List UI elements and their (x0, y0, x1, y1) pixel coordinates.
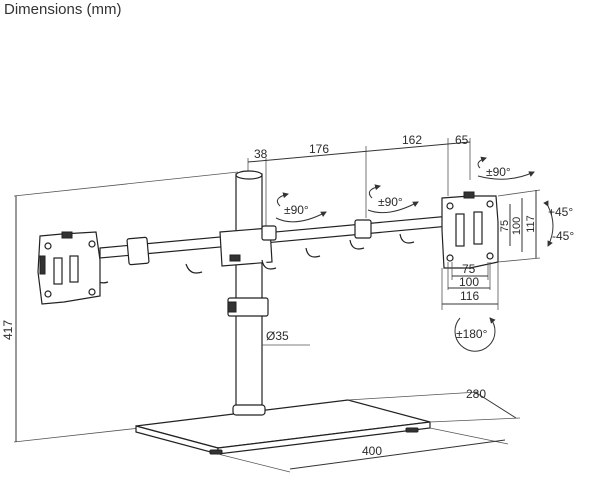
plate-width-label: 116 (460, 289, 479, 303)
right-vesa-plate (441, 191, 499, 269)
swivel-mid-right-label: ±90° (378, 195, 403, 209)
pole: Ø35 (227, 170, 310, 416)
vesa-height-dimensions: 75 100 117 (497, 189, 541, 263)
diagram-title: Dimensions (mm) (4, 1, 122, 18)
swivel-top-label: ±90° (486, 165, 511, 179)
vesa-h-100-label: 100 (459, 275, 479, 289)
height-label: 417 (1, 320, 15, 340)
rotation-indicator: ±180° (454, 317, 496, 352)
dim-65: 65 (455, 133, 469, 147)
vesa-h-75-label: 75 (462, 262, 476, 276)
base-plate (135, 399, 431, 455)
rotation-label: ±180° (456, 327, 488, 341)
pole-diameter-label: Ø35 (266, 329, 289, 343)
arm-length-dimensions: 38 176 162 65 (247, 133, 471, 230)
swivel-mid-right-indicator: ±90° (367, 184, 419, 214)
swivel-mid-left-indicator: ±90° (275, 192, 327, 223)
vesa-v-75-label: 75 (499, 220, 511, 232)
dim-38: 38 (254, 147, 268, 161)
swivel-mid-left-label: ±90° (284, 203, 309, 217)
base-dimensions: 280 400 (217, 387, 521, 473)
dim-162: 162 (402, 133, 422, 147)
height-dimension: 417 (1, 171, 239, 443)
vesa-v-100-label: 100 (511, 217, 523, 235)
base-depth-label: 280 (466, 387, 486, 401)
arm (93, 215, 451, 284)
vesa-width-dimensions: 75 100 116 (441, 262, 499, 310)
plate-height-label: 117 (525, 215, 537, 233)
base-width-label: 400 (362, 444, 382, 458)
tilt-down-label: -45° (552, 229, 574, 243)
tilt-up-label: +45° (548, 205, 573, 219)
tilt-indicator: +45° -45° (543, 200, 574, 247)
left-vesa-plate (37, 231, 101, 305)
dim-176: 176 (309, 142, 329, 156)
swivel-top-indicator: ±90° (477, 156, 535, 180)
